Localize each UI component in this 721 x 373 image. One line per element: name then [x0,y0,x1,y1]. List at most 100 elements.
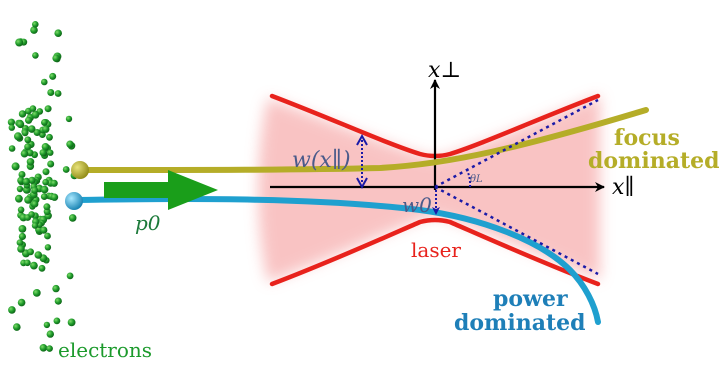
power-dominated-label-line1: power [493,286,568,312]
electron-dot [8,145,16,152]
electron-dot [68,214,77,222]
electron-dot [46,133,53,141]
electron-dot [18,232,26,241]
electron-dot [32,21,39,28]
momentum-label: p0 [135,211,161,235]
electron-dot [31,186,39,194]
electron-dot [42,178,49,186]
electron-dot [62,166,70,173]
electron-dot [21,129,29,137]
electron-dot [44,105,52,113]
electron-dot [11,162,20,171]
laser-label: laser [411,238,461,262]
electron-dot [26,149,34,157]
focus-dominated-label-line1: focus [614,125,680,151]
electron-dot [16,239,24,247]
electron-dot [47,149,54,156]
electron-dot [18,110,27,118]
electron-dot [27,248,34,256]
electron-dot [44,232,51,240]
electron-dot [29,105,37,112]
electron-dot [26,158,35,166]
electron-dot [28,176,36,184]
electron-dot [46,330,54,338]
electron-dot [41,143,50,151]
electron-dot [18,171,26,178]
electron-dot [17,176,25,184]
electron-dot [67,318,76,327]
power-electron-ball [65,192,83,210]
focus-dominated-label-line2: dominated [588,148,720,174]
electron-dot [43,321,51,329]
electron-dot [24,136,32,144]
electron-dot [41,78,48,86]
electron-dot [47,89,55,96]
electron-dot [7,118,15,126]
electron-dot [42,168,50,176]
electron-dot [33,129,41,136]
electron-dot [30,261,38,270]
w0-label: w0 [402,193,432,217]
waist-width-label: w(x∥) [292,148,351,173]
electron-dot [46,345,53,352]
electron-dot [42,125,50,133]
electron-dot [16,120,25,129]
electron-dot [25,116,33,124]
waist-arrow-head-down [356,177,368,190]
electron-dot [43,203,51,211]
electron-dot [8,124,15,131]
electron-dot [16,185,24,193]
momentum-arrow [104,170,218,210]
electron-dot [15,194,23,203]
electron-dot [8,306,16,314]
electron-dot [49,72,57,80]
lower-asymptote-line [434,185,599,276]
electron-dot [54,90,62,97]
electron-dot [39,149,47,157]
theta-label: θL [470,174,483,185]
power-dominated-label-line2: dominated [454,310,586,336]
electron-dot [28,125,36,133]
electron-dot [54,297,62,305]
waist-arrow-head-up [356,133,368,146]
electron-dot [12,323,21,331]
electron-dot [41,119,48,126]
electron-dot [24,143,32,151]
electron-dot [44,244,52,251]
x-par-label: x∥ [612,175,635,200]
x-perp-label: x⊥ [428,58,462,83]
electron-dot [30,26,38,34]
electron-dot [39,344,48,352]
electron-dot [17,298,26,307]
electron-dot [54,29,62,37]
electron-dot [47,160,55,168]
focus-dominated-trajectory [77,107,649,173]
electron-dot [52,284,60,293]
electron-dot [22,178,30,186]
electron-dot [24,196,32,204]
electron-dot [18,225,27,233]
laser-lower-boundary [269,217,601,287]
electron-dot [34,251,43,259]
electron-dot [28,211,35,218]
electron-dot [53,317,61,325]
focus-electron-ball [71,161,89,179]
electron-dot [66,272,74,280]
electron-dot [66,140,74,148]
electron-dot [17,206,25,214]
upper-asymptote-line [434,98,599,189]
electron-dot [20,149,29,158]
electron-dot [38,264,46,272]
electron-dot [65,115,73,123]
electron-dot [50,179,58,187]
electron-dot [24,259,31,267]
electron-dot [17,245,25,253]
electron-dot [14,132,22,141]
electron-dot [31,222,39,229]
electron-dot [31,200,39,208]
electron-dot [50,193,59,201]
electron-dot [52,54,60,62]
electron-dot [32,289,41,297]
